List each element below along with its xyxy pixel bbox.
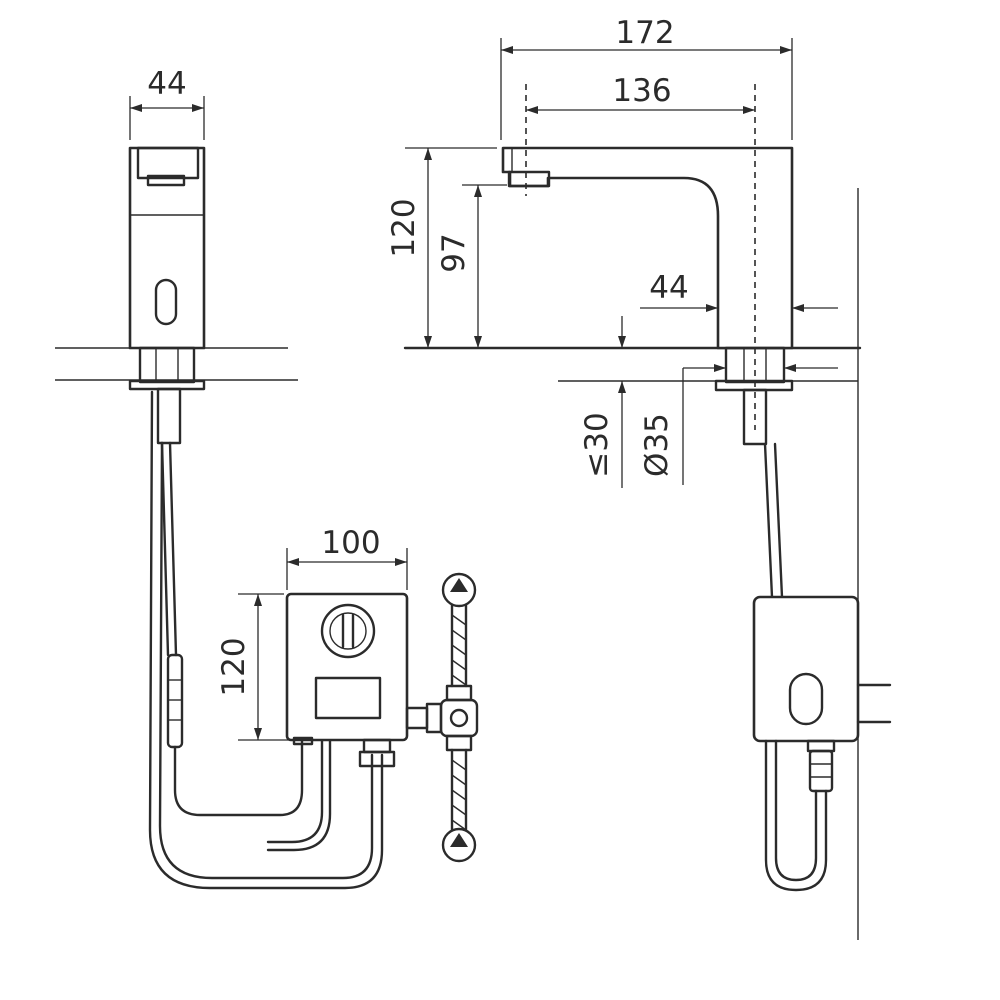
arrow-icon bbox=[254, 728, 262, 740]
aerator-front bbox=[146, 174, 186, 187]
front-view: 44 bbox=[55, 66, 298, 445]
arrow-icon bbox=[784, 364, 796, 372]
spout-height-label: 97 bbox=[436, 233, 472, 272]
overall-length-label: 172 bbox=[615, 15, 674, 51]
faucet-body-front bbox=[128, 146, 206, 350]
arrow-icon bbox=[780, 46, 792, 54]
box-width-label: 100 bbox=[321, 525, 380, 561]
body-width-label: 44 bbox=[649, 270, 688, 306]
valve-knob-side-icon bbox=[788, 672, 824, 726]
faucet-body-side bbox=[501, 146, 794, 350]
battery-compartment bbox=[314, 676, 382, 720]
arrow-icon bbox=[424, 336, 432, 348]
arrow-icon bbox=[706, 304, 718, 312]
arrow-icon bbox=[618, 336, 626, 348]
hose-end-nut-top bbox=[441, 572, 477, 608]
hole-diameter-label: Ø35 bbox=[639, 413, 675, 477]
arrow-icon bbox=[192, 104, 204, 112]
sensor-window-icon bbox=[154, 278, 178, 326]
front-width-label: 44 bbox=[147, 66, 186, 102]
control-box-side bbox=[752, 595, 860, 743]
outlet-fitting bbox=[358, 750, 396, 768]
total-height-label: 120 bbox=[386, 198, 422, 257]
threaded-rod-front bbox=[156, 387, 182, 445]
box-height-label: 120 bbox=[216, 637, 252, 696]
side-view: 172 136 120 97 44 Ø35 bbox=[386, 15, 892, 940]
hose-end-nut-bottom bbox=[441, 827, 477, 863]
arrow-icon bbox=[743, 106, 755, 114]
deck-thickness-label: ≤30 bbox=[579, 412, 615, 477]
arrow-up-icon bbox=[450, 578, 468, 592]
shank-front bbox=[138, 346, 196, 384]
solenoid-valve-icon bbox=[320, 603, 376, 659]
hose-routing bbox=[148, 390, 384, 890]
control-box-view: 100 120 bbox=[216, 525, 479, 863]
cable-connector bbox=[166, 653, 184, 749]
spout-outlet-front bbox=[136, 146, 200, 180]
arrow-icon bbox=[526, 106, 538, 114]
aerator-side bbox=[507, 170, 551, 188]
arrow-icon bbox=[395, 558, 407, 566]
arrow-icon bbox=[792, 304, 804, 312]
arrow-icon bbox=[714, 364, 726, 372]
arrow-icon bbox=[254, 594, 262, 606]
valve-knob-icon bbox=[449, 708, 469, 728]
outlet-fitting-side bbox=[808, 749, 834, 793]
arrow-icon bbox=[618, 381, 626, 393]
arrow-icon bbox=[474, 336, 482, 348]
arrow-icon bbox=[287, 558, 299, 566]
spout-reach-label: 136 bbox=[612, 73, 671, 109]
arrow-icon bbox=[474, 185, 482, 197]
threaded-rod-side bbox=[742, 388, 768, 446]
arrow-icon bbox=[130, 104, 142, 112]
arrow-up-icon bbox=[450, 833, 468, 847]
stop-valve bbox=[439, 698, 479, 738]
arrow-icon bbox=[501, 46, 513, 54]
arrow-icon bbox=[424, 148, 432, 160]
